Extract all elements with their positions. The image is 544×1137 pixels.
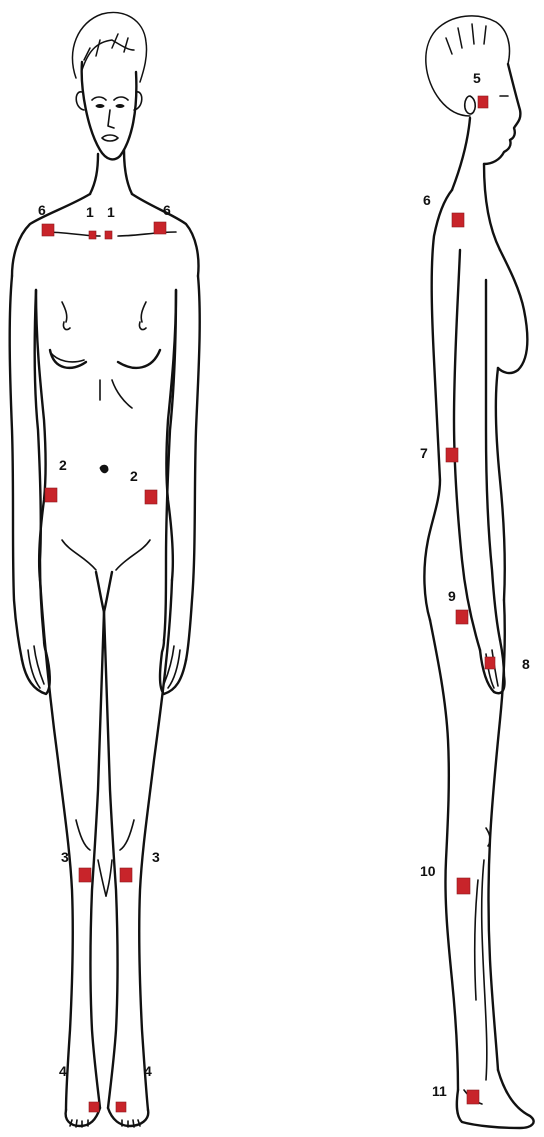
side-view-figure <box>424 16 533 1128</box>
tender-point-marker-2-left <box>45 488 57 502</box>
tender-point-label-8: 8 <box>522 656 530 672</box>
tender-point-marker-8 <box>485 657 495 669</box>
tender-point-marker-9 <box>456 610 468 624</box>
tender-point-marker-6-left <box>42 224 54 236</box>
tender-point-marker-4-right <box>116 1102 126 1112</box>
tender-point-label-1-right: 1 <box>107 204 115 220</box>
tender-point-marker-6-side <box>452 213 464 227</box>
front-view-figure <box>10 12 200 1127</box>
tender-point-marker-7 <box>446 448 458 462</box>
tender-point-label-3-left: 3 <box>61 849 69 865</box>
tender-point-marker-5 <box>478 96 488 108</box>
tender-point-marker-3-right <box>120 868 132 882</box>
tender-point-label-6-right: 6 <box>163 202 171 218</box>
tender-point-label-7: 7 <box>420 445 428 461</box>
tender-point-marker-4-left <box>89 1102 99 1112</box>
tender-point-label-4-left: 4 <box>59 1063 67 1079</box>
tender-point-marker-10 <box>457 878 470 894</box>
tender-point-label-1-left: 1 <box>86 204 94 220</box>
tender-point-marker-1-right <box>105 231 112 239</box>
tender-point-label-11: 11 <box>432 1083 447 1099</box>
tender-point-label-10: 10 <box>420 863 436 879</box>
tender-point-label-9: 9 <box>448 588 456 604</box>
tender-point-marker-6-right <box>154 222 166 234</box>
tender-point-marker-2-right <box>145 490 157 504</box>
tender-point-label-3-right: 3 <box>152 849 160 865</box>
tender-point-marker-11 <box>467 1090 479 1104</box>
tender-point-marker-1-left <box>89 231 96 239</box>
tender-point-label-4-right: 4 <box>144 1063 152 1079</box>
tender-point-label-6-side: 6 <box>423 192 431 208</box>
tender-point-label-2-right: 2 <box>130 468 138 484</box>
tender-point-label-5: 5 <box>473 70 481 86</box>
tender-point-marker-3-left <box>79 868 91 882</box>
tender-point-label-6-left: 6 <box>38 202 46 218</box>
tender-point-label-2-left: 2 <box>59 457 67 473</box>
front-view-markers <box>42 222 166 1112</box>
